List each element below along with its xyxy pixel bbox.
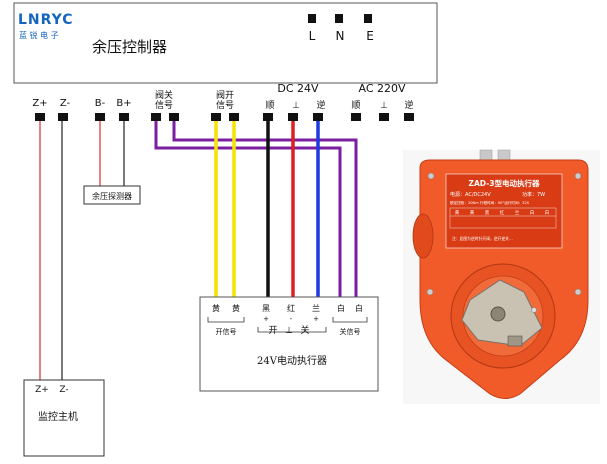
actuator-terminal-blue: 兰	[312, 303, 320, 313]
device-photo: ZAD-3型电动执行器 电源：AC/DC24V 功率：7W 额定扭矩：20Nm …	[403, 149, 600, 404]
label-dc24v: DC 24V	[277, 82, 319, 95]
device-screw-2	[574, 172, 582, 180]
actuator-title: 24V电动执行器	[257, 354, 327, 367]
open-signal-label: 开信号	[216, 327, 237, 336]
terminal-b-plus	[119, 113, 129, 121]
terminal-z-minus	[58, 113, 68, 121]
device-table-h7: 白	[545, 209, 550, 216]
controller-box	[13, 2, 438, 84]
device-clamp-bolt	[507, 335, 523, 347]
label-valve-close-1: 阀关	[155, 89, 173, 101]
power-label-n: N	[336, 29, 345, 43]
terminal-ac-reverse	[404, 113, 414, 121]
terminal-ac-ground	[379, 113, 389, 121]
sign-blue-plus: +	[313, 315, 319, 323]
bracket-close-signal	[332, 317, 368, 323]
host-label: 监控主机	[38, 410, 78, 423]
device-table-h4: 红	[500, 209, 505, 216]
terminal-ac-forward	[351, 113, 361, 121]
label-z-plus: Z+	[32, 98, 47, 109]
device-note: 注：此图为逆时针开阀，逆开逆关…	[452, 236, 513, 241]
device-table-h3: 黑	[485, 210, 490, 216]
terminal-dc-forward	[263, 113, 273, 121]
label-ac-forward: 顺	[351, 100, 360, 111]
label-b-plus: B+	[116, 98, 131, 109]
label-ac-ground: ⊥	[380, 101, 388, 111]
wire-close-signal-2	[172, 120, 358, 298]
device-table-h6: 白	[530, 209, 535, 216]
wire-close-signal-1	[154, 120, 342, 298]
sensor-label: 余压探测器	[92, 191, 132, 201]
label-dc-forward: 顺	[265, 100, 274, 111]
power-label-e: E	[366, 29, 374, 43]
device-shaft	[490, 306, 506, 322]
ground-label: ⊥	[285, 326, 293, 336]
host-box	[23, 379, 105, 457]
actuator-terminal-yellow-2: 黄	[232, 303, 240, 313]
bracket-open-signal	[207, 317, 245, 323]
terminal-dc-reverse	[313, 113, 323, 121]
terminal-valve-open-b	[229, 113, 239, 121]
actuator-terminal-white-2: 白	[355, 303, 363, 313]
label-dc-reverse: 逆	[316, 99, 325, 111]
device-wiring-table-frame	[449, 207, 557, 229]
label-ac-reverse: 逆	[404, 99, 413, 111]
terminal-n	[335, 14, 343, 23]
device-screw-3	[426, 288, 434, 296]
controller-title: 余压控制器	[92, 38, 167, 56]
device-screw-1	[427, 172, 435, 180]
device-spec-power: 电源：AC/DC24V	[450, 191, 491, 198]
terminal-z-plus	[35, 113, 45, 121]
device-wiring-table	[449, 207, 557, 229]
label-valve-close-2: 信号	[155, 99, 173, 111]
actuator-box	[199, 296, 379, 392]
bracket-dc	[257, 327, 327, 333]
device-spec-torque: 额定扭矩：20Nm 行程时间：90°运行时间：32S	[450, 200, 530, 205]
actuator-terminal-black: 黑	[262, 304, 270, 313]
device-spec-watt: 功率：7W	[522, 191, 545, 198]
host-z-minus: Z-	[59, 385, 68, 395]
sensor-box	[83, 185, 141, 205]
controller-terminals	[35, 113, 414, 121]
label-valve-open-1: 阀开	[216, 90, 234, 101]
device-table-headers: 黄 黄 黑 红 兰 白 白	[455, 209, 550, 216]
terminal-valve-open-a	[211, 113, 221, 121]
close-label: 关	[300, 324, 309, 336]
terminal-e	[364, 14, 372, 23]
device-table-h2: 黄	[470, 209, 475, 216]
terminal-b-minus	[95, 113, 105, 121]
close-signal-label: 关信号	[340, 327, 361, 336]
device-side-knob	[412, 213, 434, 259]
device-table-h5: 兰	[515, 209, 520, 216]
actuator-terminal-white-1: 白	[337, 303, 345, 313]
actuator-terminal-yellow-1: 黄	[212, 303, 220, 313]
label-ac220v: AC 220V	[358, 82, 406, 95]
device-dial-screw	[531, 307, 537, 313]
power-label-l: L	[309, 29, 316, 43]
sign-red-minus: -	[290, 315, 293, 323]
terminal-l	[308, 14, 316, 23]
device-screw-4	[574, 288, 582, 296]
label-dc-ground: ⊥	[292, 101, 300, 111]
host-z-plus: Z+	[35, 385, 49, 395]
open-label: 开	[268, 325, 277, 336]
terminal-dc-ground	[288, 113, 298, 121]
device-title: ZAD-3型电动执行器	[469, 178, 540, 188]
sign-black-plus: +	[263, 315, 269, 323]
actuator-terminal-red: 红	[287, 303, 295, 313]
label-z-minus: Z-	[60, 98, 71, 109]
brand-logo: LNRYC	[18, 12, 74, 28]
brand-cn: 蓝 锐 电 子	[19, 30, 59, 40]
device-label-panel	[445, 173, 563, 249]
label-b-minus: B-	[95, 98, 106, 109]
terminal-valve-close-a	[151, 113, 161, 121]
terminal-valve-close-b	[169, 113, 179, 121]
device-table-h1: 黄	[455, 209, 460, 216]
label-valve-open-2: 信号	[216, 99, 234, 111]
